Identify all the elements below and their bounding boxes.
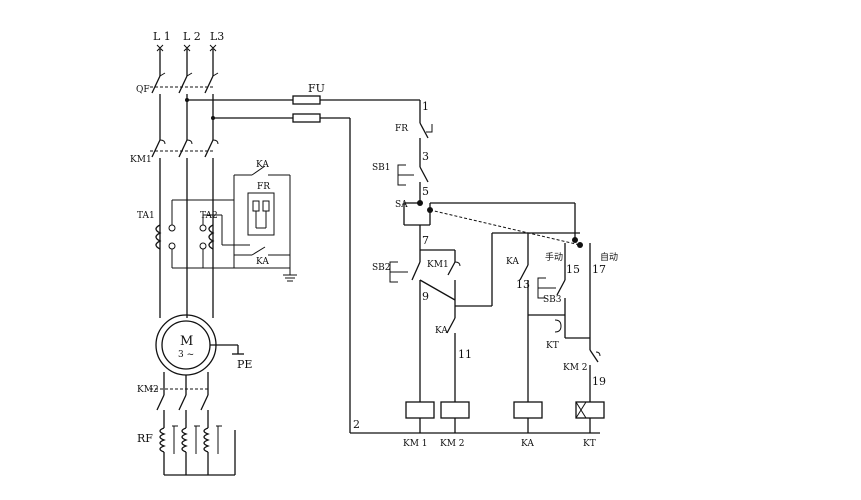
label-manual: 手动	[545, 251, 563, 263]
label-ka-hold: KA	[506, 257, 519, 267]
node-1: 1	[422, 100, 429, 113]
node-19: 19	[592, 375, 606, 388]
rotor-circuit	[156, 372, 236, 476]
motor	[155, 314, 244, 376]
ct-secondary-loop	[172, 199, 290, 269]
coil-label-kt: KT	[583, 439, 596, 449]
node-3: 3	[422, 150, 429, 163]
label-l1: L 1	[153, 30, 171, 43]
coil-kt	[575, 401, 605, 419]
label-sb2: SB2	[372, 263, 391, 273]
coil-km1	[405, 401, 435, 419]
motor-phase-label: 3 ~	[178, 350, 194, 360]
label-sa: SA	[395, 200, 408, 210]
label-fu: FU	[308, 82, 325, 95]
label-sb3: SB3	[543, 295, 562, 305]
coil-km2	[440, 401, 470, 419]
control-circuit-wires	[350, 118, 601, 434]
coil-label-ka: KA	[521, 439, 534, 449]
label-l2: L 2	[183, 30, 201, 43]
fuse-lower	[292, 113, 321, 123]
motor-label: M	[180, 334, 193, 349]
label-km2-contact: KM 2	[563, 363, 588, 373]
fuse-upper	[292, 95, 321, 105]
control-supply-taps	[185, 98, 421, 433]
node-17: 17	[592, 263, 606, 276]
label-fr-contact: FR	[395, 124, 408, 134]
label-ka-top: KA	[256, 160, 269, 170]
label-qf: QF	[136, 85, 150, 95]
label-ta1: TA1	[137, 211, 155, 221]
node-11: 11	[458, 348, 472, 361]
overload-relay-block	[233, 165, 297, 282]
coil-kt-delay-mark	[575, 401, 587, 419]
label-km1-main: KM1	[130, 155, 152, 165]
coil-label-km2: KM 2	[440, 439, 465, 449]
coil-label-km1: KM 1	[403, 439, 428, 449]
label-kt-contact: KT	[546, 341, 559, 351]
node-13: 13	[516, 278, 530, 291]
node-15: 15	[566, 263, 580, 276]
label-pe: PE	[237, 358, 252, 371]
current-transformer-ta1	[155, 200, 176, 268]
node-2: 2	[353, 418, 360, 431]
label-ka-bottom: KA	[256, 257, 269, 267]
label-fr-relay: FR	[257, 182, 270, 192]
label-km1-contact: KM1	[427, 260, 449, 270]
node-9: 9	[422, 290, 429, 303]
label-l3: L3	[210, 30, 224, 43]
label-rf: RF	[137, 432, 153, 445]
node-7: 7	[422, 234, 429, 247]
coil-ka	[513, 401, 543, 419]
current-transformer-ta2	[199, 215, 215, 268]
label-km2-main: KM2	[137, 385, 159, 395]
label-sb1: SB1	[372, 163, 391, 173]
node-5: 5	[422, 185, 429, 198]
label-ta2: TA2	[200, 211, 218, 221]
label-auto: 自动	[600, 251, 618, 263]
main-power-lines	[151, 44, 219, 318]
label-ka-contact: KA	[435, 326, 448, 336]
